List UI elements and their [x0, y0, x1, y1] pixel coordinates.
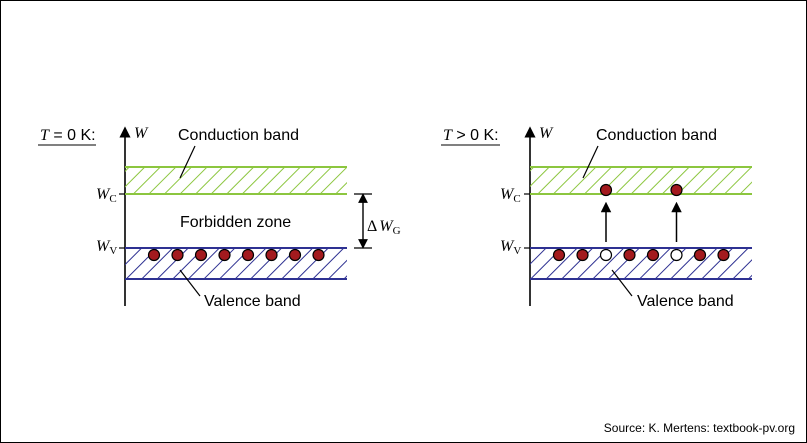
electron — [218, 248, 231, 262]
conduction-band-label: Conduction band — [596, 127, 717, 144]
electron — [552, 248, 566, 262]
axis-label-w: W — [134, 125, 149, 142]
valence-band-label: Valence band — [637, 293, 734, 310]
electron — [693, 248, 707, 262]
panel-t0: T = 0 K: W Conduction band Valence band … — [38, 125, 401, 310]
electron — [623, 248, 636, 262]
axis-label-w: W — [539, 125, 554, 142]
electron — [147, 248, 161, 262]
valence-band — [125, 248, 347, 279]
conduction-band — [530, 167, 752, 194]
electron — [171, 248, 184, 262]
source-credit: Source: K. Mertens: textbook-pv.org — [604, 421, 795, 435]
condition-label: T > 0 K: — [443, 127, 499, 144]
conduction-band-label: Conduction band — [178, 127, 299, 144]
electron — [241, 248, 255, 262]
wc-label: WC — [500, 186, 521, 205]
wc-label: WC — [96, 186, 117, 205]
valence-particles — [147, 248, 325, 262]
forbidden-zone-label: Forbidden zone — [180, 214, 291, 231]
valence-label-pointer — [611, 269, 633, 297]
wv-label: WV — [500, 238, 521, 257]
hole — [670, 248, 683, 262]
valence-particles — [552, 248, 730, 262]
valence-label-pointer — [179, 269, 201, 297]
valence-band-label: Valence band — [204, 293, 301, 310]
wv-label: WV — [96, 238, 117, 257]
panel-tgt0: T > 0 K: W Conduction band Valence band … — [441, 125, 752, 310]
conduction-label-pointer — [582, 145, 599, 179]
valence-band — [530, 248, 752, 279]
electron — [576, 248, 589, 262]
hole — [599, 248, 613, 262]
condition-label: T = 0 K: — [40, 127, 96, 144]
electron — [194, 248, 208, 262]
electron — [646, 248, 660, 262]
electron — [265, 248, 278, 262]
electron — [312, 248, 325, 262]
electron — [717, 248, 730, 262]
excited-electron — [599, 183, 613, 197]
excited-electron — [670, 183, 683, 197]
conduction-label-pointer — [179, 145, 196, 179]
electron — [288, 248, 302, 262]
conduction-band — [125, 167, 347, 194]
excitation-arrows — [599, 183, 683, 242]
